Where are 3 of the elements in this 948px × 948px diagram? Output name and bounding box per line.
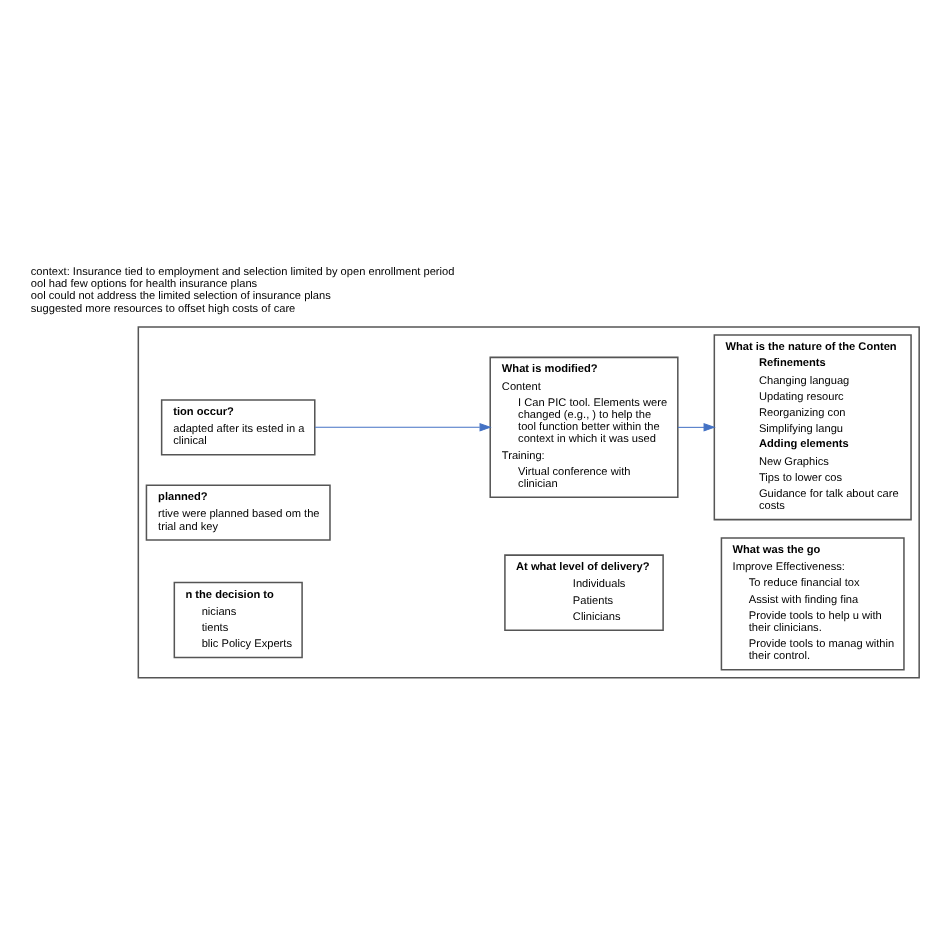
arrow bbox=[676, 423, 715, 432]
cluster bbox=[136, 326, 919, 679]
arrow bbox=[313, 423, 491, 432]
